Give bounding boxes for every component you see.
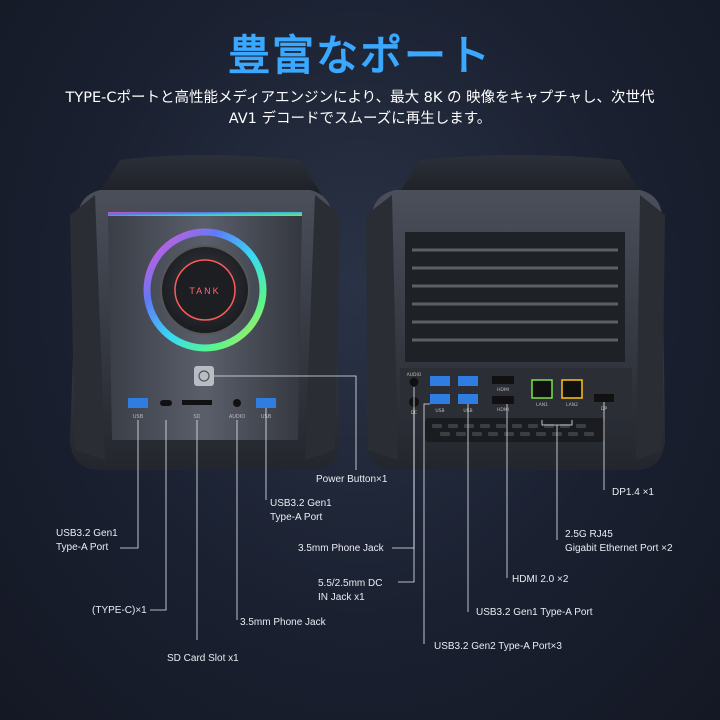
back-hdmi-2: [492, 396, 514, 404]
label-usb-gen2: USB3.2 Gen2 Type-A Port×3: [434, 641, 562, 652]
back-mark-usb-1: USB: [435, 408, 444, 414]
back-lan-2: [561, 379, 583, 399]
callout-lines: [120, 375, 605, 644]
back-mark-lan-2: LAN2: [566, 402, 578, 408]
power-button-graphic: [194, 366, 214, 386]
front-typec: [160, 400, 172, 406]
front-mark-audio: AUDIO: [229, 414, 245, 420]
back-usb-2: [458, 376, 478, 386]
back-mark-hdmi-1: HDMI: [497, 387, 509, 393]
back-device: AUDIO DC USB USB HDMI HDMI LAN1 LAN2 DP: [366, 155, 665, 470]
front-usb-right: [256, 398, 276, 408]
label-phone-jack-back: 3.5mm Phone Jack: [298, 543, 384, 554]
label-power-button: Power Button×1: [316, 474, 388, 485]
label-typec: (TYPE-C)×1: [92, 605, 147, 616]
label-phone-jack-front: 3.5mm Phone Jack: [240, 617, 326, 628]
front-usb-left: [128, 398, 148, 408]
front-mark-sd: SD: [193, 414, 200, 420]
front-device: TANK USB SD AUDIO USB: [70, 155, 340, 470]
front-mark-usb-1: USB: [133, 414, 144, 420]
label-rj45: 2.5G RJ45 Gigabit Ethernet Port ×2: [565, 529, 673, 554]
back-dp: [594, 394, 614, 402]
label-hdmi: HDMI 2.0 ×2: [512, 574, 569, 585]
back-usb-1: [430, 376, 450, 386]
label-sd-card: SD Card Slot x1: [167, 653, 239, 664]
page-title: 豊富なポート: [227, 31, 492, 80]
back-mark-lan-1: LAN1: [536, 402, 548, 408]
back-lan-1: [531, 379, 553, 399]
back-hdmi-1: [492, 376, 514, 384]
label-dc-jack: 5.5/2.5mm DC IN Jack x1: [318, 578, 383, 603]
description-line-1: TYPE-Cポートと高性能メディアエンジンにより、最大 8K の 映像をキャプチ…: [65, 90, 655, 106]
description: TYPE-Cポートと高性能メディアエンジンにより、最大 8K の 映像をキャプチ…: [20, 88, 700, 130]
front-audio-jack: [233, 399, 241, 407]
front-sd-slot: [182, 400, 212, 405]
back-usb-3: [430, 394, 450, 404]
back-mark-audio: AUDIO: [407, 372, 422, 378]
label-usb-gen1-back: USB3.2 Gen1 Type-A Port: [476, 607, 593, 618]
back-audio-jack: [409, 377, 419, 387]
label-usb-right-front: USB3.2 Gen1 Type-A Port: [270, 498, 332, 523]
description-line-2: AV1 デコードでスムーズに再生します。: [228, 111, 492, 127]
label-dp: DP1.4 ×1: [612, 487, 654, 498]
back-usb-4: [458, 394, 478, 404]
back-mark-hdmi-2: HDMI: [497, 407, 509, 413]
logo-text: TANK: [189, 286, 220, 296]
label-usb-left-front: USB3.2 Gen1 Type-A Port: [56, 528, 118, 553]
lower-vent: [425, 418, 605, 442]
